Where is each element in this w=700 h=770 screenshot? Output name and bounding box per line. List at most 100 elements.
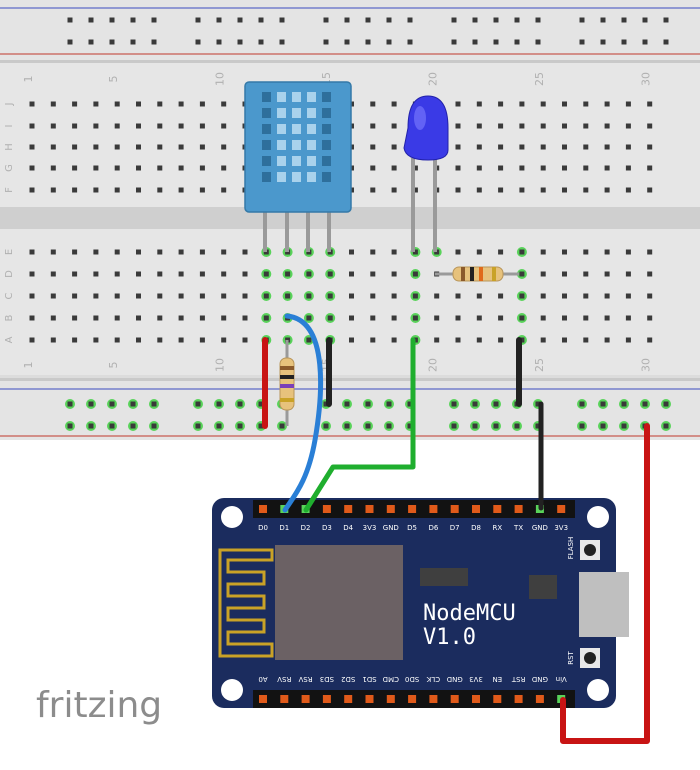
hole — [178, 315, 184, 321]
rail-hole — [130, 423, 136, 429]
rail-hole — [663, 401, 669, 407]
hole — [263, 293, 269, 299]
rail-hole — [151, 423, 157, 429]
hole — [455, 101, 461, 107]
hole — [50, 101, 56, 107]
sensor-vent — [262, 108, 271, 118]
rail-hole — [258, 17, 264, 23]
hole — [412, 315, 418, 321]
rail-hole — [279, 39, 285, 45]
pin-label: RST — [511, 675, 525, 683]
hole — [476, 187, 482, 193]
logo-text: fritzing — [36, 685, 162, 726]
hole — [114, 165, 120, 171]
hole — [242, 249, 248, 255]
hole — [285, 271, 291, 277]
pin-label: SD2 — [341, 675, 355, 683]
hole — [93, 293, 99, 299]
column-number: 20 — [427, 72, 440, 86]
hole — [93, 187, 99, 193]
hole — [391, 315, 397, 321]
sensor-vent — [292, 92, 301, 102]
rail-hole — [621, 401, 627, 407]
pin-label: D1 — [279, 524, 289, 532]
sensor-vent — [322, 156, 331, 166]
pin-label: D4 — [343, 524, 353, 532]
hole — [412, 165, 418, 171]
hole — [412, 187, 418, 193]
pin-label: RSV — [277, 675, 291, 683]
hole — [242, 337, 248, 343]
sensor-vent — [277, 108, 286, 118]
rail-hole — [344, 423, 350, 429]
hole — [519, 315, 525, 321]
hole — [604, 123, 610, 129]
pin-label: RX — [492, 524, 502, 532]
header-pin — [472, 695, 480, 703]
rail-hole — [67, 423, 73, 429]
hole — [327, 271, 333, 277]
rail-hole — [323, 39, 329, 45]
hole — [221, 315, 227, 321]
hole — [391, 337, 397, 343]
rail-hole — [493, 17, 499, 23]
hole — [540, 101, 546, 107]
header-pin — [450, 695, 459, 703]
column-number: 5 — [107, 362, 120, 369]
hole — [647, 165, 653, 171]
rail-hole — [237, 39, 243, 45]
rail-hole — [472, 39, 478, 45]
sensor-vent — [292, 156, 301, 166]
header-pin — [429, 695, 438, 703]
hole — [306, 293, 312, 299]
hole — [562, 293, 567, 299]
sensor-vent — [277, 124, 286, 134]
hole — [72, 293, 78, 299]
hole — [178, 187, 184, 193]
header-pin — [386, 505, 395, 513]
hole — [136, 315, 141, 321]
sensor-vent — [292, 140, 301, 150]
row-letter: A — [4, 336, 15, 343]
header-pin — [344, 505, 353, 513]
hole — [455, 144, 461, 150]
rail-hole — [216, 401, 222, 407]
hole — [604, 165, 610, 171]
rail-hole — [237, 17, 243, 23]
hole — [114, 123, 120, 129]
hole — [93, 101, 99, 107]
hole — [349, 249, 354, 255]
rail-hole — [109, 423, 115, 429]
hole — [625, 187, 631, 193]
hole — [221, 123, 227, 129]
hole — [412, 249, 418, 255]
sensor-vent — [262, 172, 271, 182]
header-pin — [322, 695, 331, 703]
rail-hole — [130, 17, 136, 23]
hole — [221, 337, 227, 343]
rail-hole — [535, 401, 541, 407]
header-pin — [472, 505, 480, 513]
hole — [72, 249, 78, 255]
hole — [625, 271, 631, 277]
hole — [306, 315, 312, 321]
hole — [136, 337, 141, 343]
hole — [540, 187, 546, 193]
hole — [178, 144, 184, 150]
hole — [29, 315, 35, 321]
hole — [498, 101, 504, 107]
rail-hole — [88, 423, 94, 429]
hole — [370, 337, 376, 343]
sensor-vent — [292, 124, 301, 134]
hole — [50, 165, 56, 171]
hole — [157, 293, 163, 299]
sensor-vent — [322, 172, 331, 182]
rail-hole — [216, 17, 222, 23]
rail-hole — [344, 39, 350, 45]
header-pin — [259, 695, 267, 703]
header-pin — [408, 695, 417, 703]
rail-hole — [386, 39, 392, 45]
rail-hole — [451, 17, 457, 23]
